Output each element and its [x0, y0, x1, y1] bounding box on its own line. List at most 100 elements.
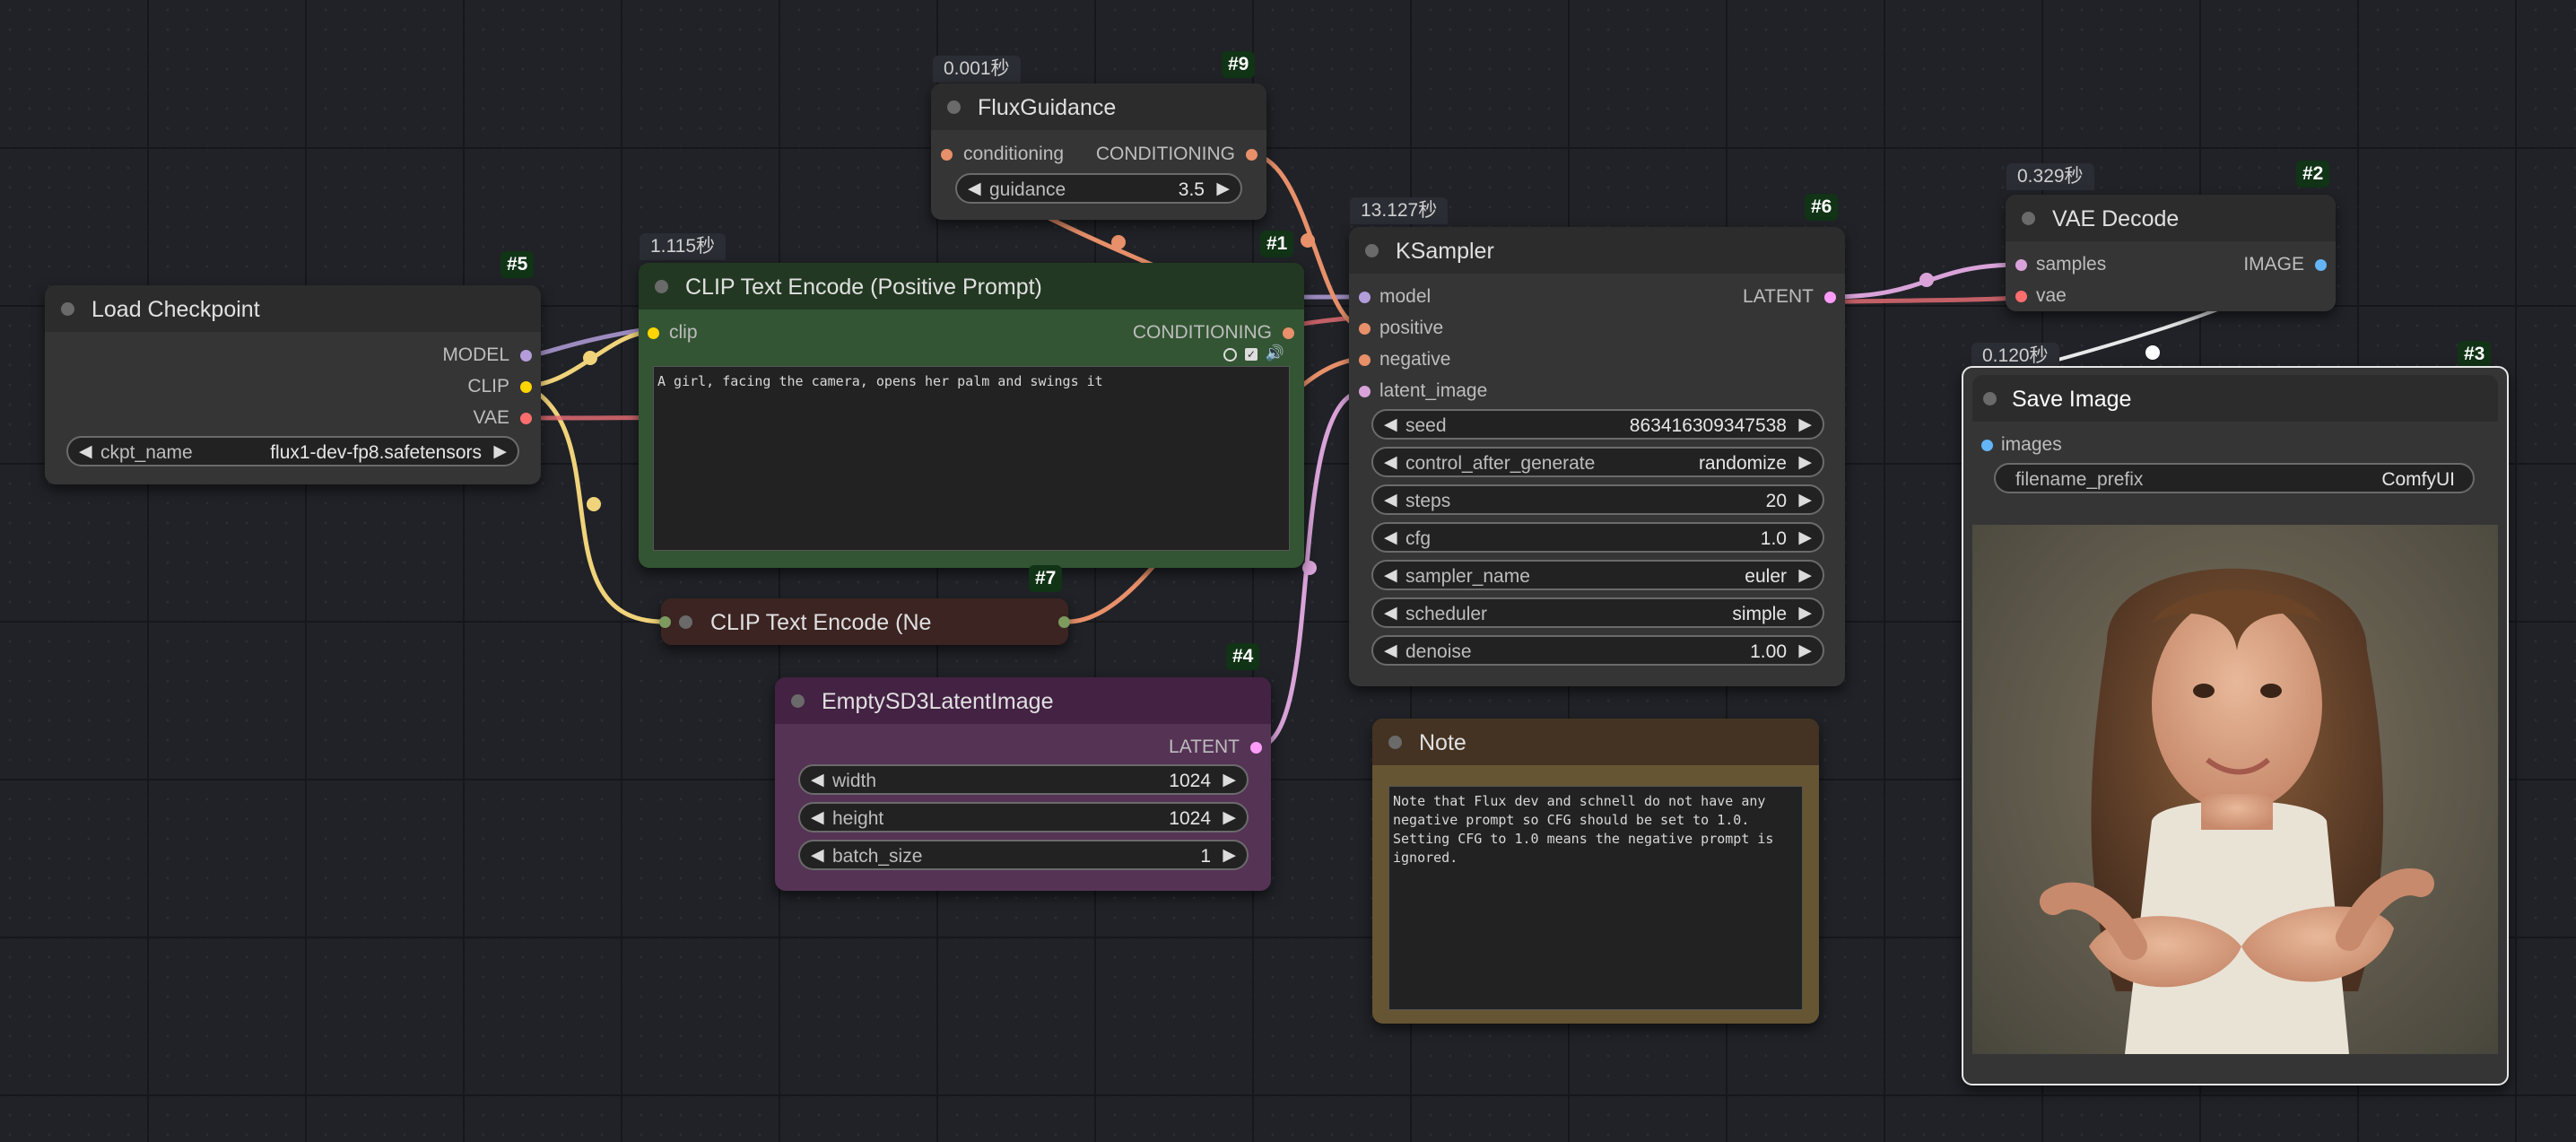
input-clip-socket[interactable] [648, 327, 659, 339]
widget-label: control_after_generate [1405, 453, 1596, 474]
ckpt-name-combo[interactable]: ◀ ckpt_name flux1-dev-fp8.safetensors ▶ [66, 436, 519, 466]
widget-value: 863416309347538 [1629, 415, 1787, 436]
input-model-socket[interactable] [1359, 292, 1371, 303]
decrement-arrow-icon[interactable]: ◀ [1384, 528, 1397, 547]
collapse-dot-icon[interactable] [947, 100, 961, 114]
node-title-bar[interactable]: KSampler [1349, 227, 1845, 274]
speaker-icon[interactable]: 🔊 [1265, 344, 1284, 362]
node-title-bar[interactable]: CLIP Text Encode (Positive Prompt) [639, 263, 1304, 309]
node-title-bar[interactable]: Load Checkpoint [45, 285, 541, 332]
node-title-bar[interactable]: CLIP Text Encode (Ne [659, 598, 1070, 645]
filename-prefix-text-widget[interactable]: filename_prefix ComfyUI [1994, 463, 2475, 493]
output-vae-socket[interactable] [520, 413, 532, 424]
load-checkpoint-node[interactable]: Load Checkpoint MODEL CLIP VAE ◀ ckpt_na… [45, 285, 541, 484]
input-images-socket[interactable] [1981, 440, 1993, 451]
widget-label: sampler_name [1405, 566, 1530, 587]
vae-decode-node[interactable]: VAE Decode samples vae IMAGE [2006, 195, 2336, 311]
input-vae-socket[interactable] [2015, 291, 2027, 302]
increment-arrow-icon[interactable]: ▶ [1223, 808, 1236, 827]
node-id-badge: #9 [1222, 51, 1256, 78]
output-clip-socket[interactable] [520, 381, 532, 393]
batch-size-number-widget[interactable]: ◀ batch_size 1 ▶ [798, 840, 1249, 870]
sampler-name-combo[interactable]: ◀ sampler_name euler ▶ [1371, 560, 1824, 590]
clip-text-encode-negative-node[interactable]: CLIP Text Encode (Ne [659, 598, 1070, 645]
prompt-textarea[interactable]: A girl, facing the camera, opens her pal… [653, 366, 1290, 551]
node-title-bar[interactable]: Note [1372, 719, 1819, 765]
guidance-number-widget[interactable]: ◀ guidance 3.5 ▶ [955, 173, 1242, 204]
decrement-arrow-icon[interactable]: ◀ [1384, 415, 1397, 434]
increment-arrow-icon[interactable]: ▶ [1216, 179, 1230, 198]
node-title-bar[interactable]: EmptySD3LatentImage [775, 677, 1271, 724]
increment-arrow-icon[interactable]: ▶ [1798, 528, 1812, 547]
control-after-generate-combo[interactable]: ◀ control_after_generate randomize ▶ [1371, 447, 1824, 477]
widget-value: randomize [1698, 453, 1787, 474]
width-number-widget[interactable]: ◀ width 1024 ▶ [798, 764, 1249, 795]
denoise-number-widget[interactable]: ◀ denoise 1.00 ▶ [1371, 635, 1824, 666]
save-image-node[interactable]: Save Image images filename_prefix ComfyU… [1962, 366, 2509, 1085]
decrement-arrow-icon[interactable]: ◀ [968, 179, 981, 198]
next-arrow-icon[interactable]: ▶ [493, 442, 507, 461]
ksampler-node[interactable]: KSampler model positive negative latent_… [1349, 227, 1845, 686]
note-textarea[interactable]: Note that Flux dev and schnell do not ha… [1388, 786, 1803, 1010]
steps-number-widget[interactable]: ◀ steps 20 ▶ [1371, 484, 1824, 515]
node-title-bar[interactable]: Save Image [1972, 375, 2498, 422]
collapse-dot-icon[interactable] [1365, 244, 1379, 257]
increment-arrow-icon[interactable]: ▶ [1798, 491, 1812, 510]
prev-arrow-icon[interactable]: ◀ [79, 442, 92, 461]
collapse-dot-icon[interactable] [791, 694, 805, 708]
clip-text-encode-positive-node[interactable]: CLIP Text Encode (Positive Prompt) clip … [639, 263, 1304, 568]
output-image-label: IMAGE [2243, 254, 2304, 275]
output-image-socket[interactable] [2315, 259, 2327, 271]
node-title-bar[interactable]: VAE Decode [2006, 195, 2336, 241]
radio-icon[interactable] [1223, 348, 1237, 362]
collapse-dot-icon[interactable] [61, 302, 74, 316]
input-negative-socket[interactable] [1359, 354, 1371, 366]
cfg-number-widget[interactable]: ◀ cfg 1.0 ▶ [1371, 522, 1824, 553]
empty-latent-image-node[interactable]: EmptySD3LatentImage LATENT ◀ width 1024 … [775, 677, 1271, 891]
prev-arrow-icon[interactable]: ◀ [1384, 566, 1397, 585]
node-id-badge: #7 [1029, 565, 1063, 592]
flux-guidance-node[interactable]: FluxGuidance conditioning CONDITIONING ◀… [931, 83, 1266, 220]
increment-arrow-icon[interactable]: ▶ [1223, 846, 1236, 865]
output-conditioning-socket[interactable] [1058, 616, 1070, 628]
collapse-dot-icon[interactable] [655, 280, 668, 293]
decrement-arrow-icon[interactable]: ◀ [811, 846, 824, 865]
increment-arrow-icon[interactable]: ▶ [1223, 771, 1236, 789]
input-positive-socket[interactable] [1359, 323, 1371, 335]
next-arrow-icon[interactable]: ▶ [1798, 453, 1812, 472]
input-samples-socket[interactable] [2015, 259, 2027, 271]
input-latent-image-socket[interactable] [1359, 386, 1371, 397]
output-model-socket[interactable] [520, 350, 532, 362]
prev-arrow-icon[interactable]: ◀ [1384, 604, 1397, 623]
widget-value: 1024 [1169, 771, 1211, 791]
note-node[interactable]: Note Note that Flux dev and schnell do n… [1372, 719, 1819, 1024]
output-latent-socket[interactable] [1824, 292, 1836, 303]
height-number-widget[interactable]: ◀ height 1024 ▶ [798, 802, 1249, 833]
input-conditioning-socket[interactable] [941, 149, 953, 161]
output-latent-socket[interactable] [1250, 742, 1262, 754]
input-clip-socket[interactable] [659, 616, 671, 628]
decrement-arrow-icon[interactable]: ◀ [811, 808, 824, 827]
decrement-arrow-icon[interactable]: ◀ [1384, 641, 1397, 660]
decrement-arrow-icon[interactable]: ◀ [1384, 491, 1397, 510]
collapse-dot-icon[interactable] [1388, 736, 1402, 749]
decrement-arrow-icon[interactable]: ◀ [811, 771, 824, 789]
output-preview-image[interactable] [1972, 525, 2498, 1054]
output-conditioning-socket[interactable] [1246, 149, 1258, 161]
input-latent-image-label: latent_image [1379, 380, 1488, 401]
collapse-dot-icon[interactable] [679, 615, 692, 629]
checkbox-icon[interactable]: ✓ [1245, 348, 1258, 361]
increment-arrow-icon[interactable]: ▶ [1798, 415, 1812, 434]
increment-arrow-icon[interactable]: ▶ [1798, 641, 1812, 660]
collapse-dot-icon[interactable] [1983, 392, 1997, 405]
next-arrow-icon[interactable]: ▶ [1798, 566, 1812, 585]
output-conditioning-socket[interactable] [1283, 327, 1294, 339]
scheduler-combo[interactable]: ◀ scheduler simple ▶ [1371, 597, 1824, 628]
prev-arrow-icon[interactable]: ◀ [1384, 453, 1397, 472]
node-title-bar[interactable]: FluxGuidance [931, 83, 1266, 130]
seed-number-widget[interactable]: ◀ seed 863416309347538 ▶ [1371, 409, 1824, 440]
next-arrow-icon[interactable]: ▶ [1798, 604, 1812, 623]
widget-value: flux1-dev-fp8.safetensors [270, 442, 482, 463]
node-title: FluxGuidance [978, 95, 1117, 120]
collapse-dot-icon[interactable] [2022, 212, 2035, 225]
